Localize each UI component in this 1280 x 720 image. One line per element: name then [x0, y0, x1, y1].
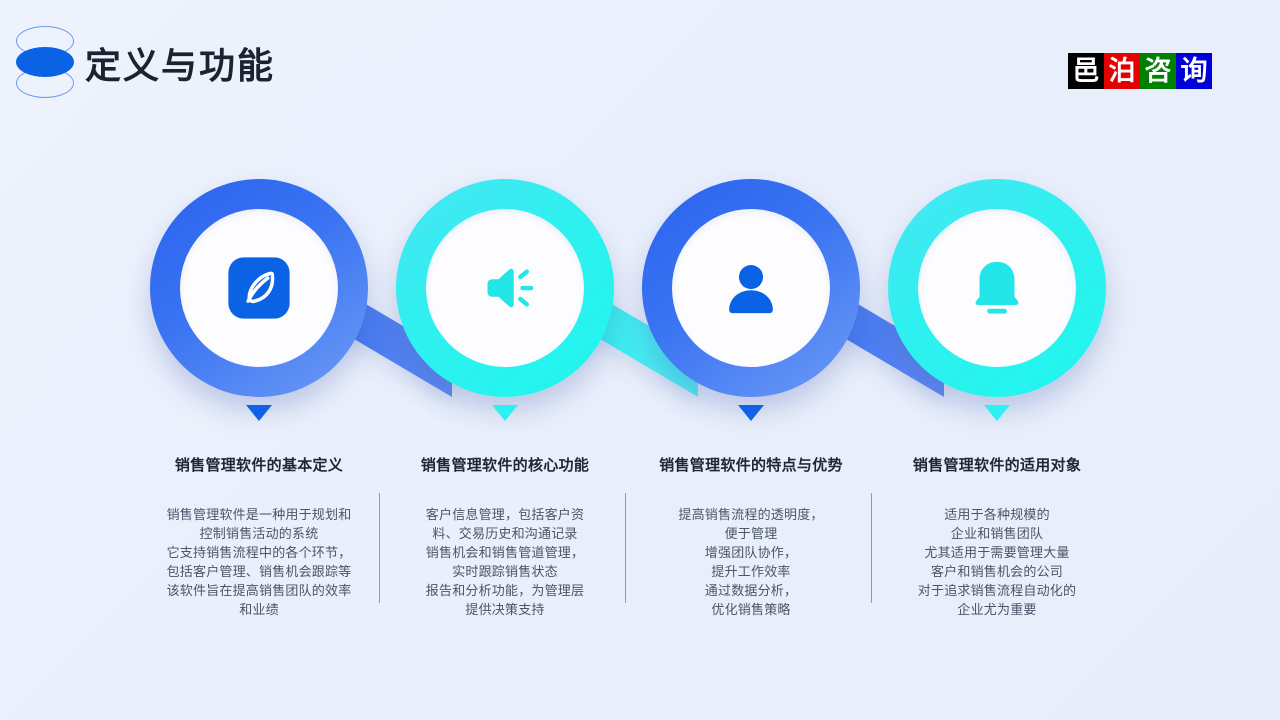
column-line: 尤其适用于需要管理大量 — [924, 545, 1070, 560]
leaf-pen-icon — [228, 257, 290, 319]
flow-node-1[interactable] — [150, 179, 368, 397]
flow-node-2[interactable] — [396, 179, 614, 397]
flow-node-disc — [672, 209, 830, 367]
slide-header: 定义与功能 邑 泊 咨 询 — [0, 0, 1280, 130]
column-line: 企业尤为重要 — [957, 602, 1037, 617]
column-title: 销售管理软件的核心功能 — [420, 457, 590, 474]
description-columns: 销售管理软件的基本定义 销售管理软件是一种用于规划和 控制销售活动的系统 它支持… — [0, 455, 1280, 655]
column-title: 销售管理软件的基本定义 — [174, 457, 344, 474]
column-line: 提高销售流程的透明度， — [678, 507, 824, 522]
column-title: 销售管理软件的适用对象 — [912, 457, 1082, 474]
column-body: 销售管理软件是一种用于规划和 控制销售活动的系统 它支持销售流程中的各个环节， … — [141, 505, 377, 619]
column-line: 控制销售活动的系统 — [199, 526, 319, 541]
brand-char-3: 咨 — [1140, 53, 1176, 89]
column-line: 增强团队协作， — [704, 545, 798, 560]
column-line: 适用于各种规模的 — [944, 507, 1050, 522]
column-divider-3 — [871, 493, 872, 603]
arrow-down-icon-1 — [246, 405, 272, 421]
column-line: 通过数据分析， — [704, 583, 798, 598]
column-line: 包括客户管理、销售机会跟踪等 — [166, 564, 352, 579]
column-divider-1 — [379, 493, 380, 603]
column-body: 提高销售流程的透明度， 便于管理 增强团队协作， 提升工作效率 通过数据分析， … — [633, 505, 869, 619]
column-line: 该软件旨在提高销售团队的效率 — [166, 583, 352, 598]
flow-node-disc — [180, 209, 338, 367]
stacked-ellipse-logo-icon — [12, 26, 80, 98]
description-column-3: 销售管理软件的特点与优势 提高销售流程的透明度， 便于管理 增强团队协作， 提升… — [633, 455, 869, 619]
column-line: 提供决策支持 — [465, 602, 545, 617]
flow-node-disc — [918, 209, 1076, 367]
column-line: 客户和销售机会的公司 — [930, 564, 1063, 579]
page-title: 定义与功能 — [85, 45, 276, 86]
description-column-4: 销售管理软件的适用对象 适用于各种规模的 企业和销售团队 尤其适用于需要管理大量… — [879, 455, 1115, 619]
column-line: 企业和销售团队 — [950, 526, 1044, 541]
process-flow — [0, 165, 1280, 425]
column-line: 销售管理软件是一种用于规划和 — [166, 507, 352, 522]
column-divider-2 — [625, 493, 626, 603]
flow-node-4[interactable] — [888, 179, 1106, 397]
description-column-2: 销售管理软件的核心功能 客户信息管理，包括客户资 料、交易历史和沟通记录 销售机… — [387, 455, 623, 619]
column-line: 料、交易历史和沟通记录 — [432, 526, 578, 541]
column-line: 实时跟踪销售状态 — [452, 564, 558, 579]
column-line: 和业绩 — [239, 602, 279, 617]
flow-node-3[interactable] — [642, 179, 860, 397]
column-line: 客户信息管理，包括客户资 — [425, 507, 585, 522]
column-line: 提升工作效率 — [711, 564, 791, 579]
brand-char-4: 询 — [1176, 53, 1212, 89]
column-line: 便于管理 — [724, 526, 778, 541]
speaker-icon — [487, 268, 534, 308]
arrow-down-icon-4 — [984, 405, 1010, 421]
column-body: 适用于各种规模的 企业和销售团队 尤其适用于需要管理大量 客户和销售机会的公司 … — [879, 505, 1115, 619]
brand-char-2: 泊 — [1104, 53, 1140, 89]
arrow-down-icon-2 — [492, 405, 518, 421]
flow-node-disc — [426, 209, 584, 367]
brand-char-1: 邑 — [1068, 53, 1104, 89]
logo-ellipse-middle — [16, 47, 74, 77]
arrow-down-icon-3 — [738, 405, 764, 421]
column-body: 客户信息管理，包括客户资 料、交易历史和沟通记录 销售机会和销售管道管理， 实时… — [387, 505, 623, 619]
user-icon — [729, 265, 773, 314]
brand-corner-logo: 邑 泊 咨 询 — [1068, 53, 1212, 89]
column-line: 优化销售策略 — [711, 602, 791, 617]
bell-icon — [975, 261, 1019, 314]
column-line: 报告和分析功能，为管理层 — [425, 583, 585, 598]
column-title: 销售管理软件的特点与优势 — [659, 457, 843, 474]
column-line: 它支持销售流程中的各个环节， — [166, 545, 352, 560]
column-line: 对于追求销售流程自动化的 — [917, 583, 1077, 598]
column-line: 销售机会和销售管道管理， — [425, 545, 585, 560]
description-column-1: 销售管理软件的基本定义 销售管理软件是一种用于规划和 控制销售活动的系统 它支持… — [141, 455, 377, 619]
